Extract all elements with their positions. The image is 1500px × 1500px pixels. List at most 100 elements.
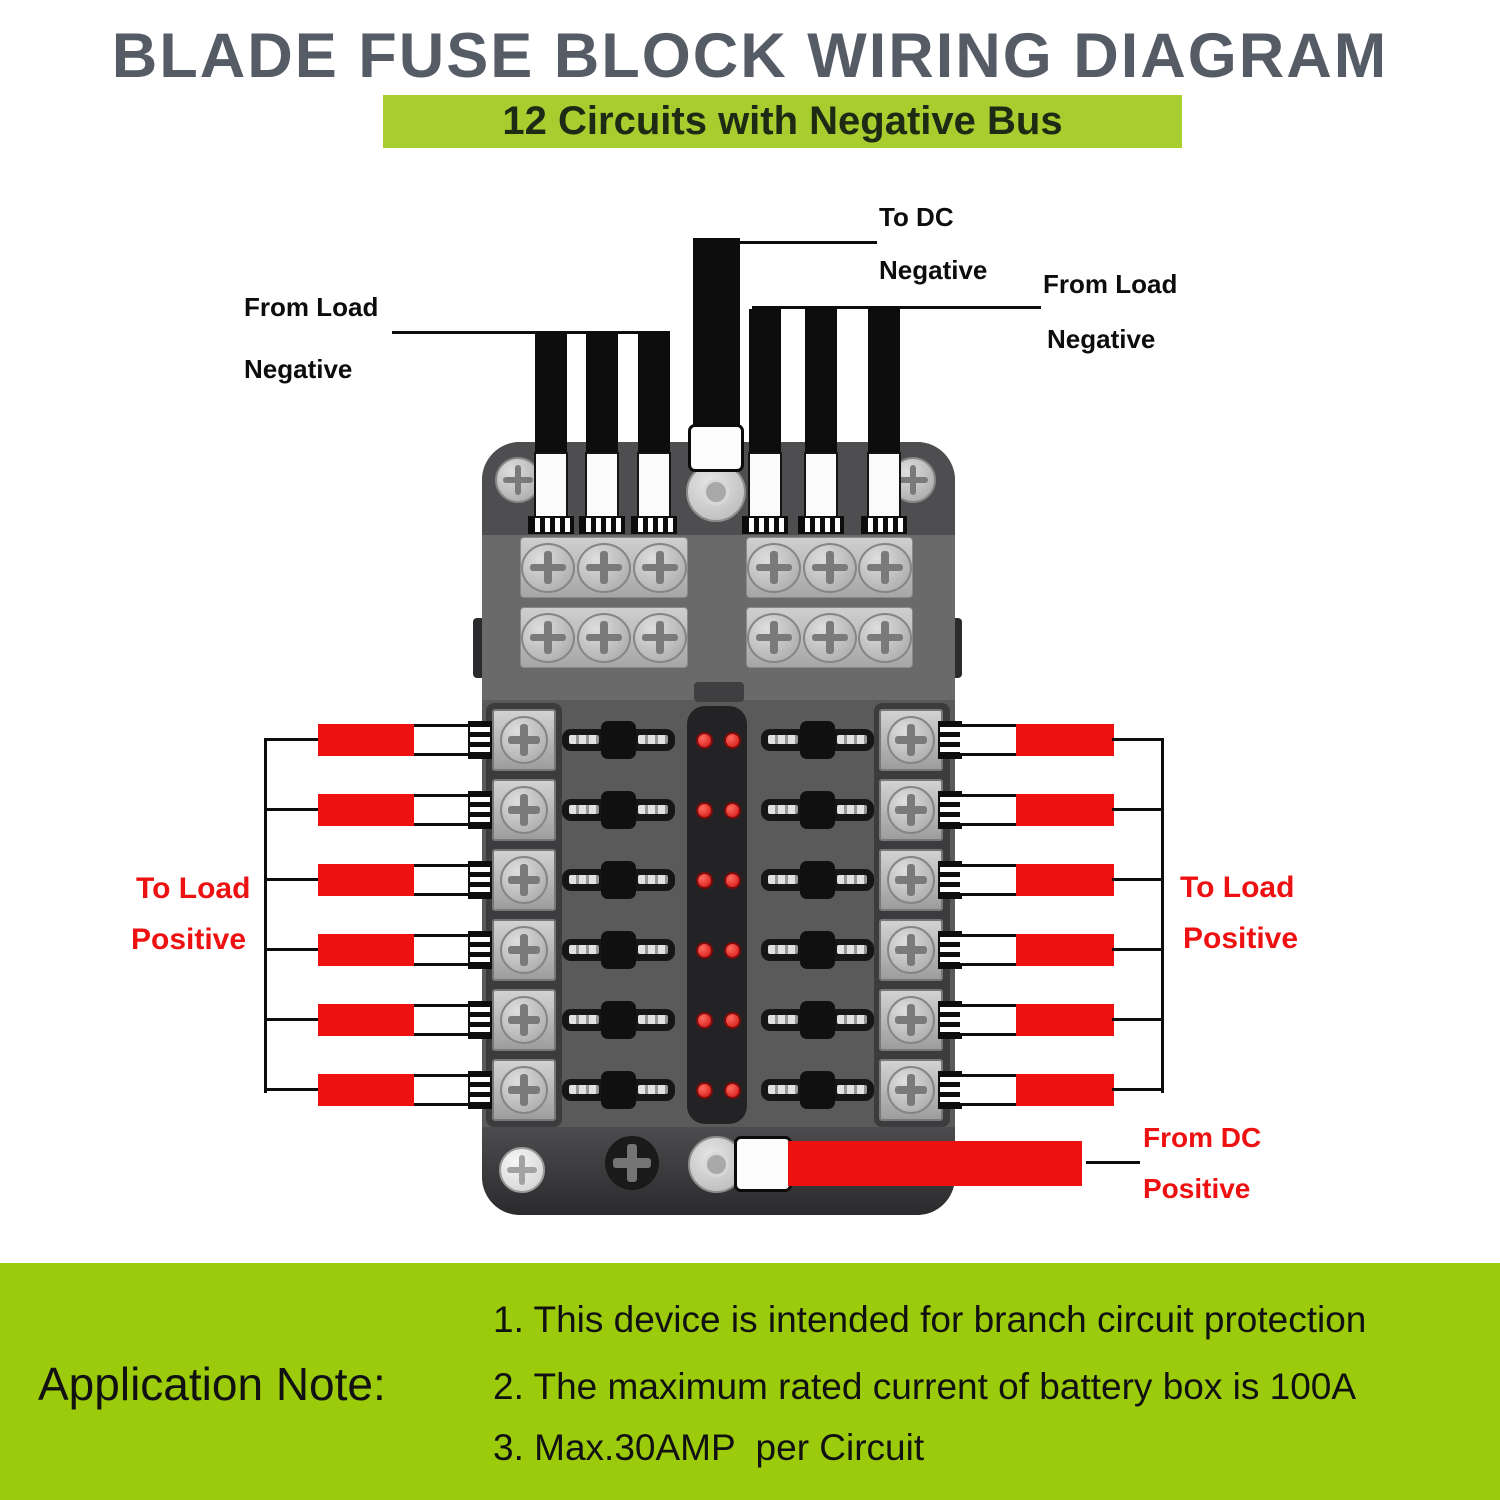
to-load-wire-left [318, 724, 416, 756]
to-load-wire-left [318, 934, 416, 966]
terminal-screw-right-icon [887, 996, 935, 1044]
from-dc-positive-wire [788, 1141, 1082, 1186]
wire-connector-teeth-right [938, 1071, 962, 1109]
terminal-strip-right [874, 703, 950, 1127]
terminal-screw-right-icon [887, 856, 935, 904]
terminal-screw-left-icon [500, 786, 548, 834]
wire-connector-teeth-top [798, 516, 844, 534]
bus-screw-icon [802, 542, 857, 593]
wire-sleeve-top [804, 452, 838, 520]
positive-ring-terminal [734, 1136, 792, 1192]
application-note-item-3: 3. Max.30AMP per Circuit [493, 1427, 925, 1468]
terminal-screw-left-icon [500, 716, 548, 764]
blown-fuse-led-left-icon [696, 942, 713, 959]
left-wire-stub-line [266, 738, 320, 741]
from-load-negative-wire-left [535, 334, 567, 458]
application-note-item-1: 1. This device is intended for branch ci… [493, 1299, 1367, 1340]
wire-sleeve-right [960, 1004, 1016, 1036]
wire-connector-teeth-left [468, 1001, 492, 1039]
bus-screw-icon [521, 542, 575, 593]
blade-fuse-slot-right [761, 931, 874, 969]
center-divider-notch [694, 682, 744, 702]
blown-fuse-led-left-icon [696, 872, 713, 889]
wire-connector-teeth-top [861, 516, 907, 534]
wire-sleeve-right [960, 934, 1016, 966]
blade-fuse-slot-right [761, 861, 874, 899]
wire-sleeve-top [637, 452, 671, 520]
label-from-load-right-2: Negative [1047, 324, 1156, 354]
to-dc-negative-wire [693, 238, 740, 434]
terminal-screw-left-icon [500, 1066, 548, 1114]
terminal-screw-left-icon [500, 856, 548, 904]
blade-fuse-slot-left [562, 721, 675, 759]
subtitle-text: 12 Circuits with Negative Bus [502, 99, 1063, 143]
wire-connector-teeth-top [631, 516, 677, 534]
wire-sleeve-left [414, 864, 470, 896]
blade-fuse-slot-left [562, 861, 675, 899]
blown-fuse-led-right-icon [724, 1082, 741, 1099]
terminal-screw-left-icon [500, 926, 548, 974]
application-note-heading: Application Note: [38, 1358, 386, 1410]
terminal-screw-left-icon [500, 996, 548, 1044]
to-load-wire-left [318, 1004, 416, 1036]
to-load-wire-right [1016, 864, 1114, 896]
page-title: BLADE FUSE BLOCK WIRING DIAGRAM [111, 21, 1389, 91]
application-note-item-2: 2. The maximum rated current of battery … [493, 1366, 1357, 1407]
terminal-screw-right-icon [887, 926, 935, 974]
negative-bus-block-right-row1 [746, 537, 913, 598]
wire-sleeve-top [534, 452, 568, 520]
right-wire-stub-line [1112, 738, 1163, 741]
wire-connector-teeth-left [468, 1071, 492, 1109]
wire-connector-teeth-left [468, 721, 492, 759]
left-wire-stub-line [266, 948, 320, 951]
blade-fuse-slot-right [761, 1001, 874, 1039]
wire-connector-teeth-right [938, 931, 962, 969]
label-to-load-right-2: Positive [1183, 922, 1299, 955]
bus-screw-icon [633, 542, 687, 593]
right-wire-stub-line [1112, 1018, 1163, 1021]
bus-screw-icon [802, 612, 857, 663]
bus-screw-icon [747, 612, 801, 663]
wire-sleeve-right [960, 724, 1016, 756]
terminal-screw-right-icon [887, 1066, 935, 1114]
application-note-panel: Application Note: 1. This device is inte… [0, 1263, 1500, 1500]
wire-sleeve-left [414, 1074, 470, 1106]
bus-screw-icon [633, 612, 687, 663]
positive-symbol-icon [605, 1136, 659, 1190]
corner-screw-bottom-left-icon [499, 1147, 545, 1193]
wire-sleeve-top [748, 452, 782, 520]
blade-fuse-slot-left [562, 791, 675, 829]
label-to-load-left-1: To Load [136, 872, 251, 905]
label-from-dc-2: Positive [1143, 1173, 1251, 1204]
blown-fuse-led-right-icon [724, 732, 741, 749]
blown-fuse-led-left-icon [696, 802, 713, 819]
leader-line-from-load-right [752, 306, 1041, 309]
label-to-dc-1: To DC [879, 202, 954, 232]
blade-fuse-slot-left [562, 1071, 675, 1109]
label-to-load-right-1: To Load [1180, 871, 1295, 904]
right-wire-stub-line [1112, 808, 1163, 811]
wire-connector-teeth-top [579, 516, 625, 534]
bus-screw-icon [858, 612, 912, 663]
wire-sleeve-left [414, 724, 470, 756]
label-to-dc-2: Negative [879, 255, 988, 285]
leader-line-to-dc [740, 241, 877, 244]
wire-sleeve-right [960, 794, 1016, 826]
negative-bus-block-left-row2 [520, 607, 688, 668]
to-load-wire-left [318, 1074, 416, 1106]
wire-connector-teeth-top [528, 516, 574, 534]
leader-line-from-dc [1086, 1161, 1140, 1164]
bus-screw-icon [577, 612, 631, 663]
label-to-load-left-2: Positive [131, 923, 247, 956]
label-from-load-right-1: From Load [1043, 269, 1178, 299]
right-wire-stub-line [1112, 1088, 1163, 1091]
to-load-wire-right [1016, 1074, 1114, 1106]
wire-sleeve-top [585, 452, 619, 520]
led-indicator-strip [687, 706, 747, 1124]
to-load-wire-left [318, 794, 416, 826]
right-wire-stub-line [1112, 878, 1163, 881]
wire-connector-teeth-left [468, 791, 492, 829]
label-from-load-left-2: Negative [244, 354, 353, 384]
bus-screw-icon [858, 542, 912, 593]
